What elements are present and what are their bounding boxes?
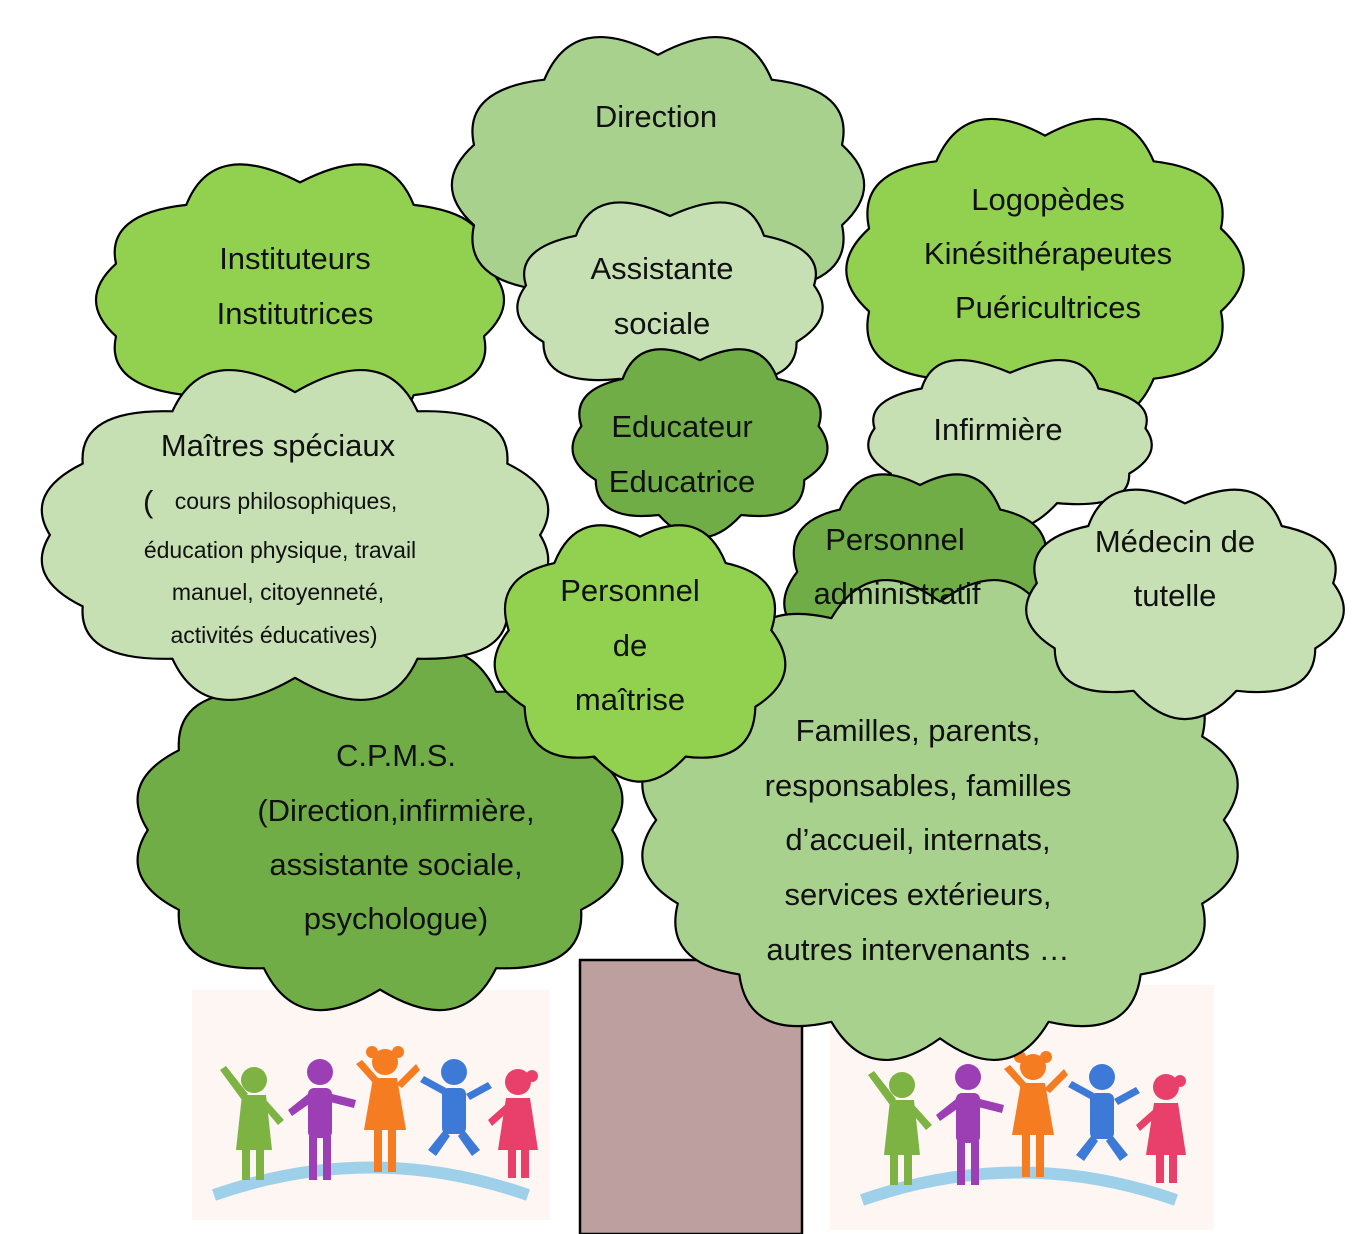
personnel-admin-label-2: administratif <box>813 576 980 611</box>
personnel-maitrise-label-3: maîtrise <box>575 682 685 717</box>
educateur-label-2: Educatrice <box>609 464 755 499</box>
medecin-label-1: Médecin de <box>1095 524 1255 559</box>
familles-label-4: services extérieurs, <box>784 877 1051 912</box>
medecin-label-2: tutelle <box>1134 578 1217 613</box>
instituteurs-label-1: Instituteurs <box>219 241 371 276</box>
cpms-label-1: C.P.M.S. <box>336 738 456 773</box>
personnel-admin-label-1: Personnel <box>825 522 965 557</box>
logopedes-label-1: Logopèdes <box>971 182 1124 217</box>
cloud-personnel-maitrise <box>493 524 787 783</box>
cpms-label-2: (Direction,infirmière, <box>257 793 534 828</box>
logopedes-label-2: Kinésithérapeutes <box>924 236 1172 271</box>
familles-label-1: Familles, parents, <box>796 713 1041 748</box>
cloud-maitres <box>40 369 550 701</box>
children-dancing-icon <box>860 1051 1186 1206</box>
assistante-label-2: sociale <box>614 306 711 341</box>
maitres-line-1: cours philosophiques, <box>175 488 397 514</box>
personnel-maitrise-label-2: de <box>613 628 647 663</box>
instituteurs-label-2: Institutrices <box>217 296 374 331</box>
assistante-label-1: Assistante <box>590 251 733 286</box>
children-dancing-icon <box>212 1046 538 1201</box>
cpms-label-4: psychologue) <box>304 901 488 936</box>
cpms-label-3: assistante sociale, <box>269 847 522 882</box>
logopedes-label-3: Puéricultrices <box>955 290 1141 325</box>
children-illustration-left <box>192 990 550 1220</box>
personnel-maitrise-label-1: Personnel <box>560 573 700 608</box>
cloud-medecin <box>1025 488 1345 721</box>
maitres-title: Maîtres spéciaux <box>161 428 396 463</box>
direction-label: Direction <box>595 99 717 134</box>
familles-label-2: responsables, familles <box>765 768 1072 803</box>
maitres-line-4: activités éducatives) <box>170 622 377 648</box>
infirmiere-label: Infirmière <box>933 412 1062 447</box>
educateur-label-1: Educateur <box>611 409 752 444</box>
maitres-line-2: éducation physique, travail <box>144 537 416 563</box>
familles-label-5: autres intervenants … <box>766 932 1069 967</box>
maitres-line-3: manuel, citoyenneté, <box>172 579 384 605</box>
maitres-paren: ( <box>143 484 154 519</box>
familles-label-3: d’accueil, internats, <box>785 822 1050 857</box>
